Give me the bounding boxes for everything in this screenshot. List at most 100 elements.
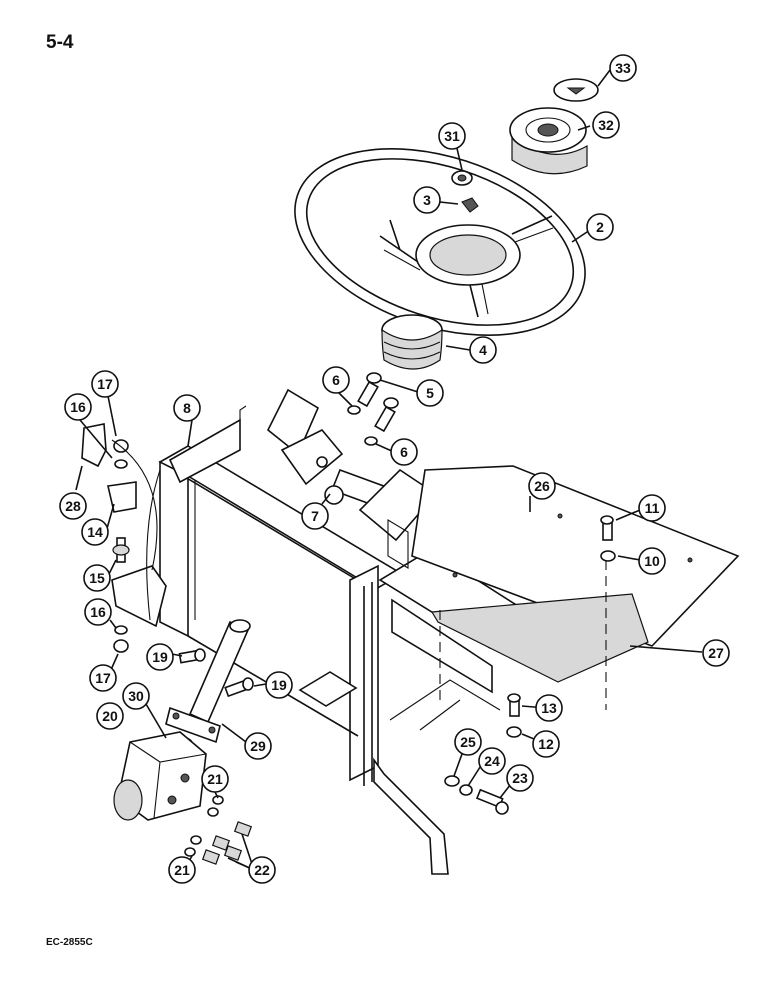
svg-text:33: 33 bbox=[615, 60, 631, 76]
callout: 33 bbox=[609, 54, 637, 82]
callout: 24 bbox=[478, 747, 506, 775]
svg-text:24: 24 bbox=[484, 753, 500, 769]
svg-text:19: 19 bbox=[152, 649, 168, 665]
svg-text:7: 7 bbox=[311, 508, 319, 524]
callout: 22 bbox=[248, 856, 276, 884]
steering-motor bbox=[113, 731, 207, 821]
callout: 4 bbox=[469, 336, 497, 364]
bolt bbox=[224, 677, 254, 698]
svg-text:5: 5 bbox=[426, 385, 434, 401]
svg-text:27: 27 bbox=[708, 645, 724, 661]
fitting bbox=[211, 835, 231, 851]
steering-column bbox=[165, 619, 251, 744]
svg-text:28: 28 bbox=[65, 498, 81, 514]
clip bbox=[461, 197, 479, 213]
callout: 16 bbox=[84, 598, 112, 626]
fitting bbox=[233, 821, 253, 837]
svg-text:17: 17 bbox=[97, 376, 113, 392]
svg-text:16: 16 bbox=[90, 604, 106, 620]
callout: 26 bbox=[528, 472, 556, 500]
svg-text:17: 17 bbox=[95, 670, 111, 686]
callout: 11 bbox=[638, 494, 666, 522]
callout: 17 bbox=[89, 664, 117, 692]
horn-pad bbox=[509, 107, 588, 175]
svg-text:3: 3 bbox=[423, 192, 431, 208]
callout: 31 bbox=[438, 122, 466, 150]
callout: 6 bbox=[390, 438, 418, 466]
washer bbox=[347, 405, 361, 415]
svg-text:22: 22 bbox=[254, 862, 270, 878]
callout: 14 bbox=[81, 518, 109, 546]
callout: 3 bbox=[413, 186, 441, 214]
bolt bbox=[374, 397, 399, 433]
svg-text:4: 4 bbox=[479, 342, 487, 358]
svg-text:32: 32 bbox=[598, 117, 614, 133]
rubber-mount bbox=[112, 537, 130, 563]
washer bbox=[114, 459, 128, 469]
washer bbox=[600, 550, 616, 562]
seal bbox=[190, 835, 202, 845]
seal bbox=[212, 795, 224, 805]
callout: 32 bbox=[592, 111, 620, 139]
svg-text:16: 16 bbox=[70, 399, 86, 415]
svg-text:15: 15 bbox=[89, 570, 105, 586]
svg-text:30: 30 bbox=[128, 688, 144, 704]
svg-text:6: 6 bbox=[332, 372, 340, 388]
nut bbox=[113, 639, 129, 653]
callout: 28 bbox=[59, 492, 87, 520]
seal bbox=[184, 847, 196, 857]
leader-lines bbox=[75, 69, 703, 871]
lock-washer bbox=[459, 784, 473, 796]
callout: 13 bbox=[535, 694, 563, 722]
svg-text:25: 25 bbox=[460, 734, 476, 750]
page-number: 5-4 bbox=[46, 32, 74, 53]
svg-text:21: 21 bbox=[174, 862, 190, 878]
callout: 29 bbox=[244, 732, 272, 760]
callout: 15 bbox=[83, 564, 111, 592]
callout: 19 bbox=[146, 643, 174, 671]
fitting bbox=[223, 845, 243, 861]
svg-text:19: 19 bbox=[271, 677, 287, 693]
horn-cap bbox=[553, 78, 599, 102]
callout: 8 bbox=[173, 394, 201, 422]
fitting bbox=[201, 849, 221, 865]
bolt bbox=[507, 693, 521, 717]
callout: 30 bbox=[122, 682, 150, 710]
assembly-line bbox=[111, 439, 161, 621]
svg-text:20: 20 bbox=[102, 708, 118, 724]
side-bracket bbox=[111, 565, 167, 628]
washer bbox=[364, 436, 378, 446]
washer bbox=[444, 775, 460, 787]
figure-code: EC-2855C bbox=[46, 937, 93, 948]
bolt bbox=[357, 372, 382, 408]
callout: 23 bbox=[506, 764, 534, 792]
mount-bracket bbox=[81, 423, 137, 513]
svg-text:10: 10 bbox=[644, 553, 660, 569]
svg-text:6: 6 bbox=[400, 444, 408, 460]
callout: 20 bbox=[96, 702, 124, 730]
bolt bbox=[178, 648, 206, 664]
callout: 6 bbox=[322, 366, 350, 394]
callout: 16 bbox=[64, 393, 92, 421]
callout: 21 bbox=[168, 856, 196, 884]
assembly-line bbox=[439, 560, 607, 710]
bolt bbox=[475, 788, 509, 815]
column-boot bbox=[381, 314, 443, 370]
svg-text:8: 8 bbox=[183, 400, 191, 416]
svg-text:21: 21 bbox=[207, 771, 223, 787]
svg-text:2: 2 bbox=[596, 219, 604, 235]
callout: 17 bbox=[91, 370, 119, 398]
floor-gasket bbox=[430, 593, 649, 683]
callout: 2 bbox=[586, 213, 614, 241]
seal bbox=[207, 807, 219, 817]
floor-plate bbox=[411, 465, 740, 647]
callout: 25 bbox=[454, 728, 482, 756]
callout: 19 bbox=[265, 671, 293, 699]
svg-text:29: 29 bbox=[250, 738, 266, 754]
svg-text:13: 13 bbox=[541, 700, 557, 716]
washer bbox=[114, 625, 128, 635]
callout: 21 bbox=[201, 765, 229, 793]
bolt bbox=[600, 515, 614, 541]
nut bbox=[451, 170, 473, 186]
